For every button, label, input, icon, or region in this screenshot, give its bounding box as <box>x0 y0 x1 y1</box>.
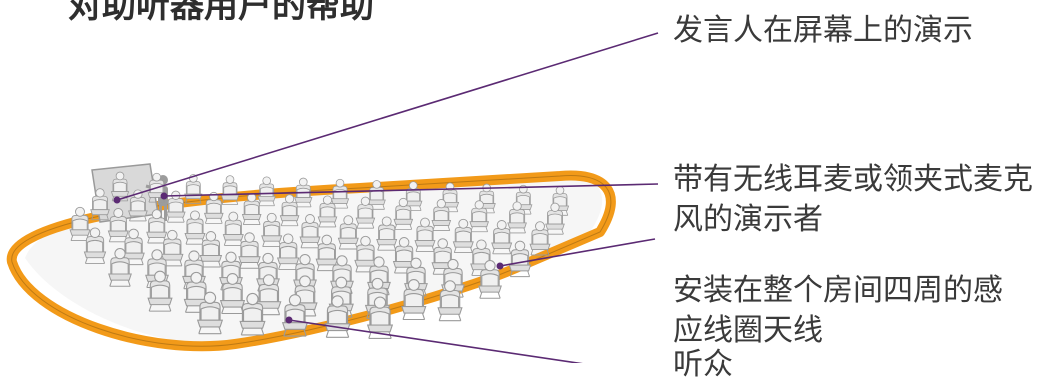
audience-member <box>219 273 246 315</box>
audience-member <box>545 202 565 235</box>
audience-member <box>184 174 203 204</box>
audience-member <box>452 218 474 254</box>
audience-member <box>508 240 532 278</box>
audience-member <box>393 197 414 230</box>
audience-member <box>220 175 240 205</box>
audience-member <box>122 228 145 266</box>
leader-dot-loop <box>496 262 504 270</box>
audience-member <box>199 231 223 268</box>
audience-member <box>83 227 107 264</box>
label-presenter-line2: 风的演示者 <box>673 202 823 237</box>
audience-member <box>281 294 309 337</box>
audience-member <box>529 221 551 256</box>
audience-member <box>437 280 463 322</box>
leader-line-audience <box>288 319 583 363</box>
audience-member <box>69 206 91 242</box>
audience-member <box>376 216 398 251</box>
audience-member <box>257 176 276 207</box>
audience-member <box>401 279 427 321</box>
audience-member <box>279 194 300 227</box>
audience-member <box>261 212 283 248</box>
audience-member <box>392 237 416 274</box>
audience-member <box>90 188 110 221</box>
audience-member <box>165 190 186 223</box>
audience-member <box>491 220 513 255</box>
audience-member <box>184 210 206 245</box>
audience-member <box>276 233 300 270</box>
audience-member <box>146 209 168 244</box>
label-screen: 发言人在屏幕上的演示 <box>673 13 973 48</box>
audience-member <box>317 195 338 228</box>
audience-member <box>203 191 224 224</box>
leader-dot-audience <box>285 316 293 324</box>
audience-member <box>147 270 173 312</box>
leader-line-presenter <box>163 183 659 197</box>
audience-member <box>507 201 527 234</box>
label-loop-line1: 安装在整个房间四周的感 <box>673 273 1003 308</box>
audience-member <box>337 215 359 250</box>
label-audience: 听众 <box>673 347 733 382</box>
audience-member <box>108 248 132 287</box>
audience-member <box>477 183 496 214</box>
audience-member <box>431 199 452 231</box>
audience-member <box>469 200 490 233</box>
audience-member <box>354 235 377 273</box>
audience-member <box>241 193 262 225</box>
audience-member <box>238 232 261 269</box>
leader-line-screen <box>116 32 659 201</box>
audience-member <box>414 217 436 252</box>
audience-member <box>478 260 502 299</box>
audience-member <box>239 292 266 336</box>
leader-line-loop <box>499 238 656 267</box>
leader-dot-screen <box>113 196 121 204</box>
label-loop-line2: 应线圈天线 <box>673 313 823 348</box>
audience-member <box>440 182 460 213</box>
audience-member <box>128 189 148 222</box>
audience-member <box>161 229 184 267</box>
hearing-loop-room-diagram <box>6 32 659 363</box>
audience-member <box>299 214 321 249</box>
audience-member <box>315 234 339 272</box>
audience-member <box>183 271 209 313</box>
audience-seats <box>69 171 570 340</box>
audience-member <box>222 211 244 246</box>
audience-member <box>196 291 224 335</box>
clipped-title: 对助听器用户的帮助 <box>68 0 374 26</box>
audience-member <box>355 196 376 229</box>
leader-dot-presenter <box>160 192 168 200</box>
label-presenter-line1: 带有无线耳麦或领夹式麦克 <box>673 162 1033 197</box>
